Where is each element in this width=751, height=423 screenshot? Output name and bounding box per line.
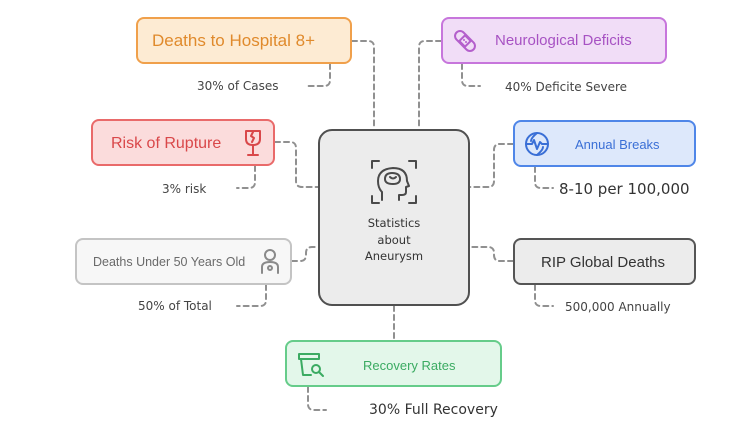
note-deaths-to-hospital: 30% of Cases bbox=[197, 79, 279, 93]
node-deaths-to-hospital-label: Deaths to Hospital 8+ bbox=[152, 31, 316, 50]
node-recovery-rates-label: Recovery Rates bbox=[363, 358, 456, 373]
node-risk-of-rupture: Risk of Rupture bbox=[91, 119, 275, 166]
note-deaths-under-50: 50% of Total bbox=[138, 299, 212, 313]
bandage-icon bbox=[451, 27, 479, 55]
center-title-line-2: about bbox=[377, 232, 411, 247]
note-neurological-deficits: 40% Deficite Severe bbox=[505, 80, 628, 94]
globe-pulse-icon bbox=[523, 130, 551, 158]
node-neurological-deficits-label: Neurological Deficits bbox=[495, 32, 632, 49]
node-annual-breaks-label: Annual Breaks bbox=[575, 137, 660, 152]
center-title-line-1: Statistics bbox=[367, 216, 421, 230]
node-deaths-under-50-label: Deaths Under 50 Years Old bbox=[93, 255, 246, 269]
node-deaths-to-hospital: Deaths to Hospital 8+ bbox=[136, 17, 352, 64]
node-rip-global-deaths: RIP Global Deaths bbox=[513, 238, 696, 285]
note-risk-of-rupture: 3% risk bbox=[162, 182, 207, 196]
person-icon bbox=[258, 248, 282, 276]
note-annual-breaks: 8-10 per 100,000 bbox=[559, 180, 690, 198]
recovery-cup-icon bbox=[297, 350, 325, 378]
node-annual-breaks: Annual Breaks bbox=[513, 120, 696, 167]
center-title-line-3: Aneurysm bbox=[364, 249, 424, 263]
head-brain-icon bbox=[371, 160, 417, 204]
node-recovery-rates: Recovery Rates bbox=[285, 340, 502, 387]
note-recovery-rates: 30% Full Recovery bbox=[369, 402, 498, 418]
node-deaths-under-50: Deaths Under 50 Years Old bbox=[75, 238, 292, 285]
node-risk-of-rupture-label: Risk of Rupture bbox=[111, 135, 222, 152]
node-rip-global-deaths-label: RIP Global Deaths bbox=[541, 254, 665, 271]
broken-glass-icon bbox=[241, 129, 265, 157]
center-node: Statistics about Aneurysm bbox=[318, 129, 470, 306]
node-neurological-deficits: Neurological Deficits bbox=[441, 17, 667, 64]
center-title: Statistics about Aneurysm bbox=[320, 215, 468, 265]
note-rip-global-deaths: 500,000 Annually bbox=[565, 300, 671, 314]
